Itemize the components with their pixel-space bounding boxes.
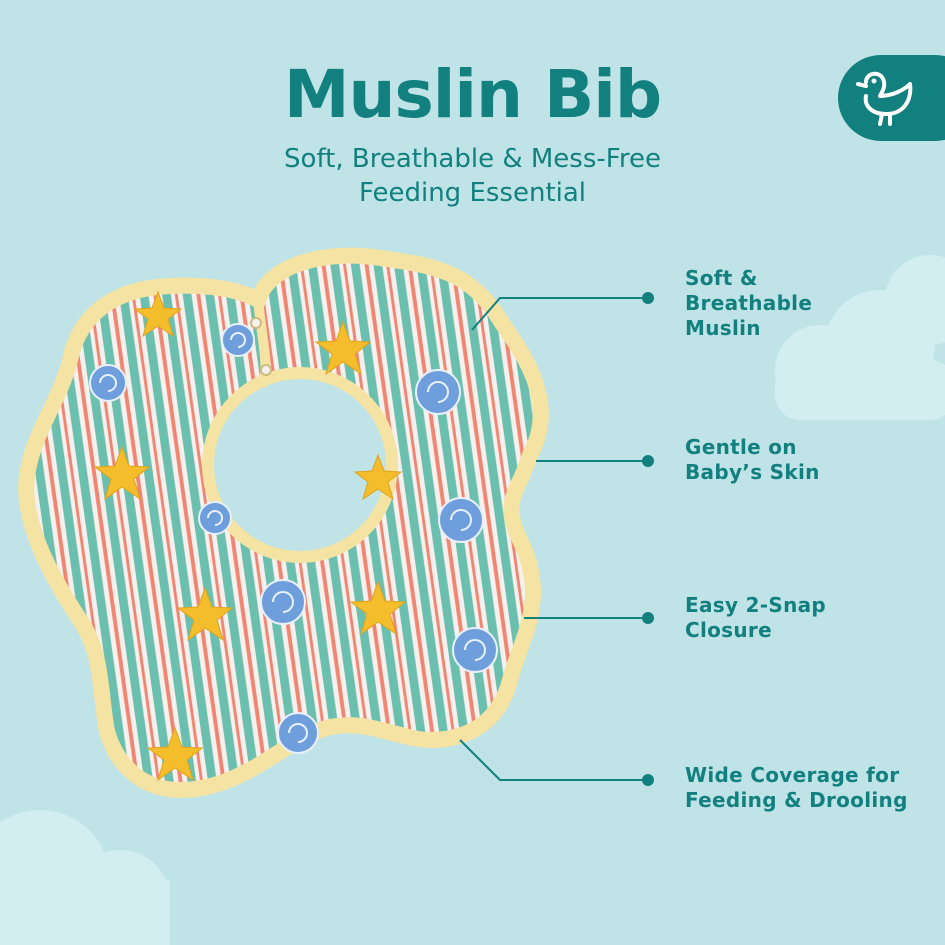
page-subtitle: Soft, Breathable & Mess-Free Feeding Ess… bbox=[0, 142, 945, 210]
bib-illustration bbox=[18, 247, 549, 799]
feature-soft-breathable: Soft & Breathable Muslin bbox=[685, 266, 812, 341]
seashell-icon bbox=[260, 579, 306, 625]
seashell-icon bbox=[89, 364, 127, 402]
feature-label: Muslin bbox=[685, 316, 761, 340]
starfish-icon bbox=[133, 290, 183, 338]
seashell-icon bbox=[452, 627, 498, 673]
feature-label: Closure bbox=[685, 618, 772, 642]
starfish-icon bbox=[176, 586, 234, 642]
feature-snap-closure: Easy 2-Snap Closure bbox=[685, 593, 826, 643]
page-title: Muslin Bib bbox=[283, 56, 662, 133]
feature-label: Gentle on bbox=[685, 435, 797, 459]
seashell-icon bbox=[415, 369, 461, 415]
feature-label: Feeding & Drooling bbox=[685, 788, 908, 812]
feature-label: Wide Coverage for bbox=[685, 763, 900, 787]
cloud-left bbox=[0, 810, 170, 945]
subtitle-line: Feeding Essential bbox=[358, 178, 587, 208]
brand-logo-badge bbox=[838, 55, 945, 141]
callout-dot bbox=[642, 292, 654, 304]
snap-icon bbox=[250, 317, 262, 329]
snap-icon bbox=[260, 364, 272, 376]
feature-wide-coverage: Wide Coverage for Feeding & Drooling bbox=[685, 763, 908, 813]
feature-label: Easy 2-Snap bbox=[685, 593, 827, 617]
seashell-icon bbox=[438, 497, 484, 543]
starfish-icon bbox=[314, 320, 372, 376]
callout-dot bbox=[642, 455, 654, 467]
feature-label: Baby’s Skin bbox=[685, 460, 820, 484]
seashell-icon bbox=[198, 501, 232, 535]
callout-dot bbox=[642, 774, 654, 786]
subtitle-line: Soft, Breathable & Mess-Free bbox=[284, 144, 661, 174]
starfish-icon bbox=[146, 726, 204, 782]
feature-gentle-skin: Gentle on Baby’s Skin bbox=[685, 435, 820, 485]
starfish-icon bbox=[349, 580, 407, 636]
callout-dot bbox=[642, 612, 654, 624]
starfish-icon bbox=[93, 445, 151, 501]
seashell-icon bbox=[277, 712, 319, 754]
duck-icon bbox=[856, 71, 913, 126]
starfish-icon bbox=[353, 453, 403, 501]
seashell-icon bbox=[221, 323, 255, 357]
feature-label: Breathable bbox=[685, 291, 813, 315]
callout-lines bbox=[459, 297, 648, 781]
feature-label: Soft & bbox=[685, 266, 758, 290]
cloud-right bbox=[775, 255, 945, 420]
